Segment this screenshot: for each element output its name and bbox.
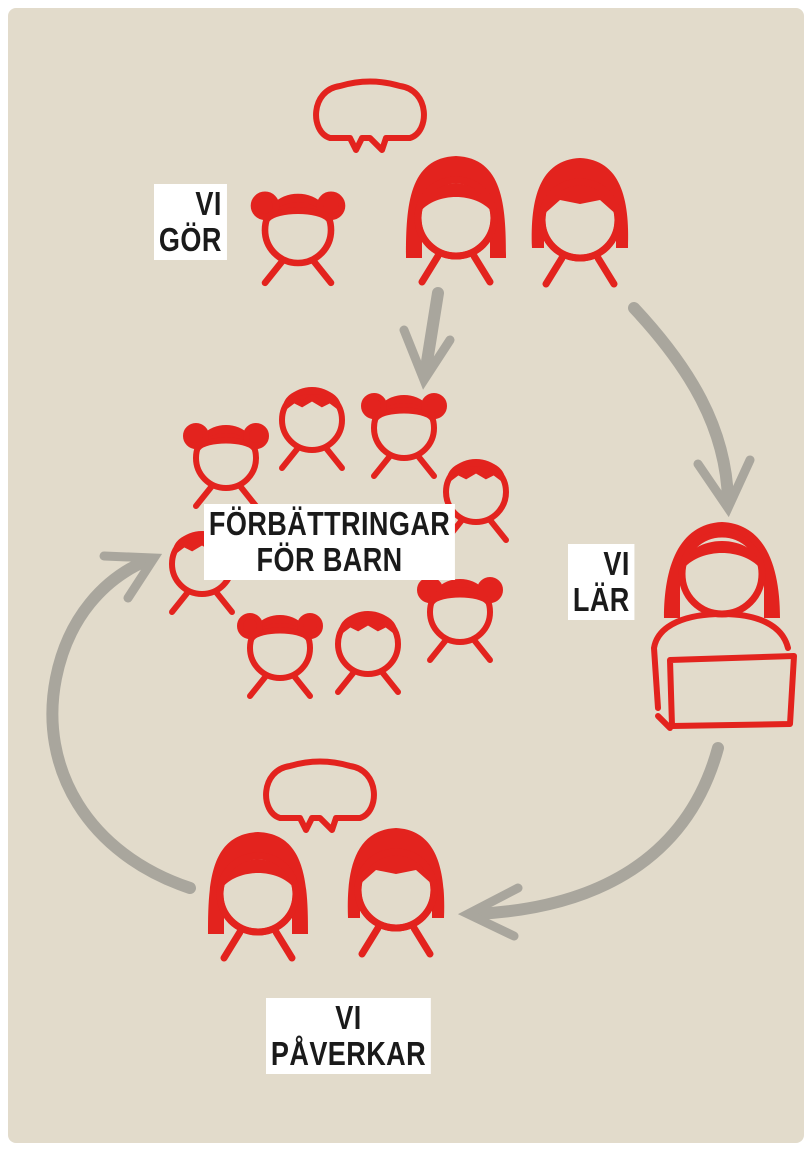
center-label-line2: FÖR BARN [256, 541, 403, 578]
vi-gor-label-line1: VI [195, 185, 222, 222]
child-figure-icon [420, 580, 500, 660]
arrow-gor-to-lar [628, 302, 755, 518]
child-figure-icon [240, 616, 320, 696]
vi-gor-label-line2: GÖR [158, 221, 222, 258]
arrow-gor-to-center [399, 287, 455, 390]
vi-paverkar-label-line1: VI [335, 999, 362, 1036]
speech-bubble-icon [266, 762, 374, 831]
adult-with-laptop-icon [650, 522, 797, 731]
vi-paverkar-label: VI PÅVERKAR [266, 998, 431, 1074]
adult-figure-icon [406, 156, 506, 282]
child-figure-icon [364, 396, 444, 476]
vi-lar-label: VI LÄR [568, 544, 635, 620]
child-figure-icon [186, 426, 266, 506]
diagram-artwork [46, 8, 797, 1143]
center-label-line1: FÖRBÄTTRINGAR [208, 505, 451, 542]
speech-bubble-icon [316, 82, 424, 151]
adult-figure-icon [532, 158, 628, 284]
adult-figure-icon [208, 832, 308, 958]
vi-lar-group [650, 522, 797, 731]
vi-lar-label-line1: VI [603, 545, 630, 582]
vi-paverkar-label-line2: PÅVERKAR [270, 1035, 427, 1072]
vi-lar-label-line2: LÄR [572, 581, 630, 618]
vi-paverkar-group [208, 762, 444, 959]
arrow-paverkar-to-center [46, 551, 196, 894]
child-figure-icon [282, 390, 342, 468]
center-label: FÖRBÄTTRINGAR FÖR BARN [204, 504, 456, 580]
child-figure-icon [338, 614, 398, 692]
diagram-panel: VI GÖR FÖRBÄTTRINGAR FÖR BARN VI LÄR VI … [8, 8, 804, 1143]
child-figure-icon [254, 195, 342, 283]
arrow-lar-to-paverkar [457, 742, 724, 941]
adult-figure-icon [348, 828, 444, 954]
vi-gor-label: VI GÖR [154, 184, 227, 260]
vi-gor-group [254, 82, 628, 285]
